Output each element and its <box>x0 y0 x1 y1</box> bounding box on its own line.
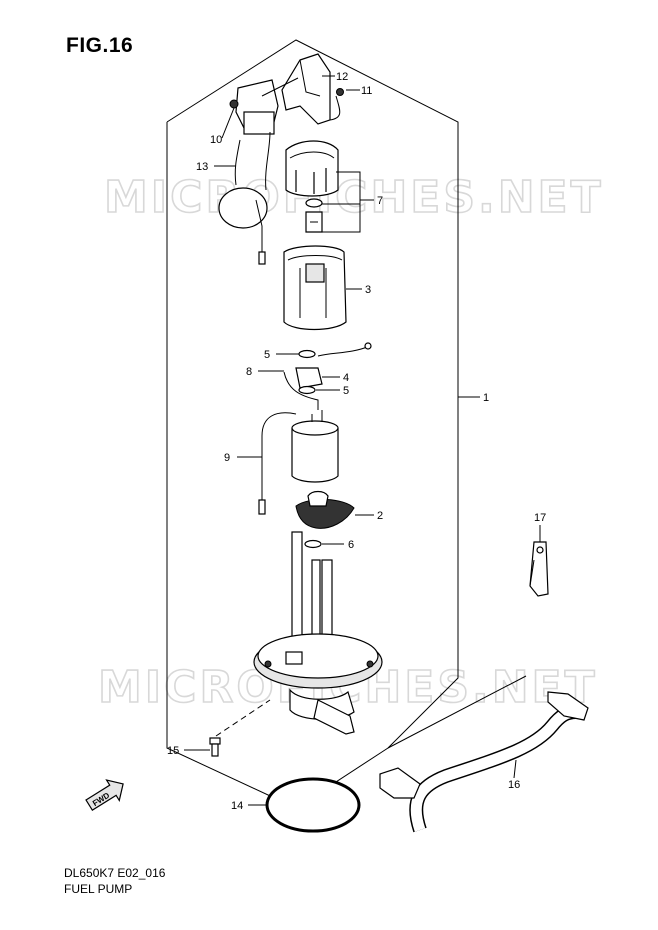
part-17-clamp <box>529 541 549 597</box>
watermark-top: MICROFICHES.NET <box>104 172 604 223</box>
callout-10: 10 <box>210 134 222 146</box>
callout-13: 13 <box>196 161 208 173</box>
callout-9: 9 <box>224 452 230 464</box>
callout-14: 14 <box>231 800 243 812</box>
part-5-oring-lower <box>298 385 316 395</box>
part-3-pump-housing <box>283 245 347 331</box>
part-12-bracket <box>281 53 331 125</box>
leader-lines <box>184 75 541 806</box>
part-14-gasket <box>265 777 361 833</box>
diagram-name: FUEL PUMP <box>64 882 133 896</box>
callout-4: 4 <box>343 372 349 384</box>
assembly-outline <box>166 39 459 809</box>
callout-11: 11 <box>361 85 372 97</box>
callout-2: 2 <box>377 510 383 522</box>
callout-12: 12 <box>336 71 348 83</box>
callout-17: 17 <box>534 512 546 524</box>
part-7-filter-cap <box>285 140 339 233</box>
part-13-sender-unit <box>218 77 299 265</box>
callout-15: 15 <box>167 745 179 757</box>
callout-7: 7 <box>377 195 383 207</box>
callout-3: 3 <box>365 284 371 296</box>
callout-6: 6 <box>348 539 354 551</box>
part-10-screw <box>229 99 239 109</box>
model-code: DL650K7 E02_016 <box>64 866 166 880</box>
part-4-regulator <box>283 367 323 410</box>
callout-8: 8 <box>246 366 252 378</box>
part-9-fuel-pump <box>258 410 339 515</box>
part-5-oring-upper <box>298 349 316 359</box>
callout-1: 1 <box>483 392 489 404</box>
part-15-bolt <box>209 699 271 757</box>
part-6-oring <box>304 539 322 549</box>
fwd-arrow-icon: FWD <box>85 779 124 812</box>
callout-5-lower: 5 <box>343 385 349 397</box>
part-11-screw <box>329 88 344 121</box>
figure-title: FIG.16 <box>66 34 134 57</box>
part-2-filter-screen <box>295 490 355 529</box>
part-8-lead-wire-upper <box>317 342 372 357</box>
pump-base-plate <box>253 531 383 735</box>
part-16-fuel-hose <box>379 675 589 833</box>
callout-5-upper: 5 <box>264 349 270 361</box>
callout-16: 16 <box>508 779 520 791</box>
